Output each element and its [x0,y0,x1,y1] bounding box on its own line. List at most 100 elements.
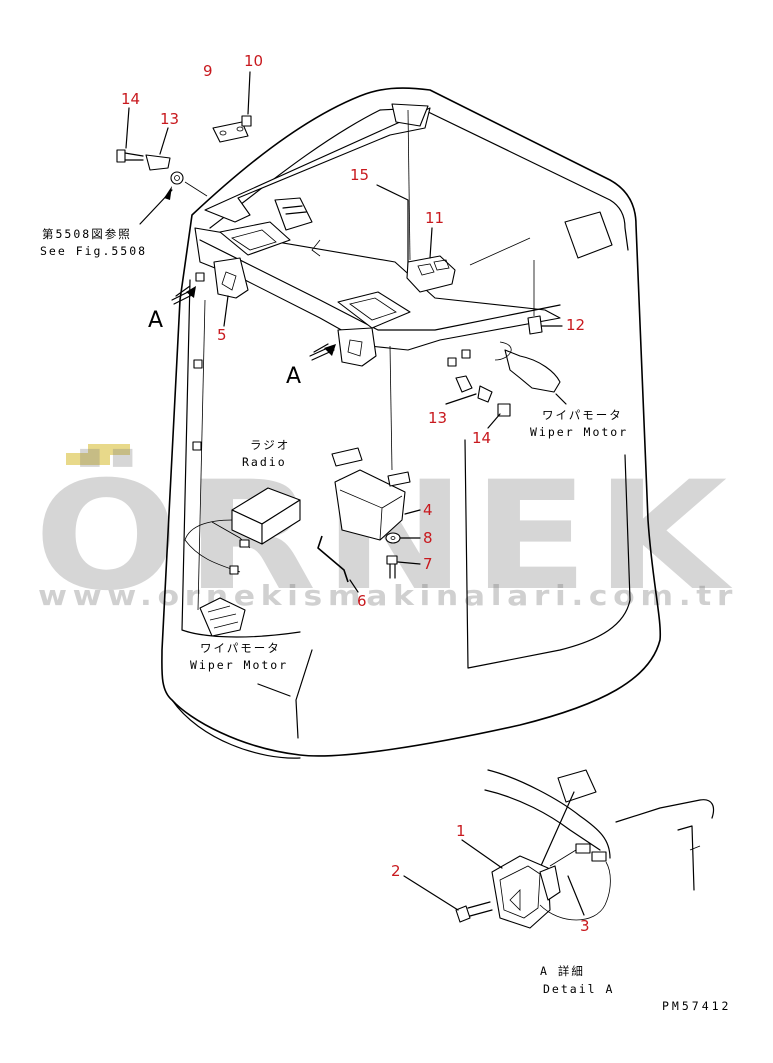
callout-14-top: 14 [121,90,140,108]
wiper-motor-left [199,597,246,637]
detail-a-harness [539,861,611,921]
clamp-axis [184,181,208,197]
detail-a-sill [689,845,701,851]
callout-12: 12 [566,316,585,334]
detail-a-lamp-mount [539,865,561,901]
wiper-motor-right-wire [494,341,512,361]
detail-a-window-edge [615,799,715,823]
labels: 第5508図参照 See Fig.5508 A A ラジオ Radio ワイパモ… [40,227,731,1013]
wiper-motor-left-gear [207,605,239,629]
see-fig-jp: 第5508図参照 [42,227,132,241]
roof-vent [274,197,313,231]
bolt-7-head [386,555,398,565]
screw-leader [247,71,251,115]
right-recess-detail [349,297,397,321]
radio-harness [184,519,241,573]
plate-hole-left [219,130,227,136]
radio-label-en: Radio [242,455,287,469]
view-arrow-left-head [186,286,196,298]
clamp-right-body [455,375,473,393]
detail-a-roof-contour-2 [484,789,601,851]
bracket-tab-right [387,471,411,487]
cab-outer-shell [161,87,662,757]
clip-body [527,315,543,335]
switch-rocker [417,259,450,276]
part-14-bolt-right [487,403,511,429]
detail-a-lamp-lens [499,865,541,919]
view-arrow-center-head [324,344,336,356]
callout-4: 4 [423,501,433,519]
wiper-motor-right-en: Wiper Motor [530,425,628,439]
lamp-center [337,327,393,471]
callout-11: 11 [425,209,444,227]
clamp-grommet [170,171,184,185]
part-14-bolt-top [116,107,144,163]
lamp-left-leader [223,295,229,327]
lamp-left-body [213,257,249,299]
left-recess-detail [231,229,277,251]
detail-a-lamp-mark [509,889,521,911]
lamp-center-lens [347,339,363,357]
front-window-frame [464,439,631,669]
clamp-right-leader [445,393,477,405]
part-13-clamp-top [145,127,208,197]
detail-a-en: Detail A [543,982,614,996]
part-9-plate [212,121,249,143]
bracket-fold [339,489,403,541]
front-right-block [564,211,613,259]
cab-body [161,87,662,759]
detail-a-roof-contour [487,769,611,859]
detail-a-screw-shank [467,901,493,917]
strap-body [317,535,349,583]
switch-leader [429,227,433,259]
drawing-code: PM57412 [662,999,731,1013]
detail-a-pillar [677,825,695,891]
cab-bottom-lip [171,649,313,759]
wiper-motor-left-en: Wiper Motor [190,658,288,672]
radio-connector [239,539,250,548]
callouts: 9 10 14 13 15 11 12 5 13 14 4 8 7 6 1 2 … [121,52,590,935]
lamp-left-lens [221,271,237,291]
part-11-switch [406,227,456,293]
console-beam-edge [199,239,561,331]
detail-a-connector-wire [549,849,577,867]
right-recess [337,291,411,329]
see-fig-en: See Fig.5508 [40,244,147,258]
cord-line [407,109,411,261]
wiper-motor-right-body [504,349,561,393]
callout-3: 3 [580,917,590,935]
bracket-tab-top [331,447,363,467]
detail-a-screw-leader [403,875,459,911]
connector-2 [461,349,471,359]
view-a-left: A [148,308,163,333]
detail-a-leader-3 [567,875,585,916]
screw-head [241,115,252,127]
bolt-head [116,149,126,163]
radio [184,487,301,575]
part-10-screw [241,71,252,127]
overhead-console [194,103,613,351]
callout-5: 5 [217,326,227,344]
callout-9: 9 [203,62,213,80]
detail-a-fixture-arm [539,791,575,869]
part-7-bolt [386,555,421,579]
radio-connector-2 [229,565,239,575]
watermark-accent-left [66,453,110,465]
detail-a-leader-1 [461,839,503,869]
wiper-motor-right-leader [555,393,567,405]
washer-ring [385,532,401,544]
clamp-grommet-hole [174,175,180,181]
cord-leader-left [376,184,409,269]
view-arrow-center [309,343,336,361]
left-post-clip-3 [192,441,202,451]
roof-seam [469,237,531,266]
left-window-frame [181,279,301,638]
part-12-clip [527,260,563,335]
part-13-clamp-right [445,375,493,405]
switch-body [406,255,456,293]
bolt-leader [125,107,130,149]
clamp-body [145,154,171,171]
radio-side-face [261,499,301,545]
wiper-motor-right-jp: ワイパモータ [542,408,623,422]
left-post-clip-2 [193,359,203,369]
